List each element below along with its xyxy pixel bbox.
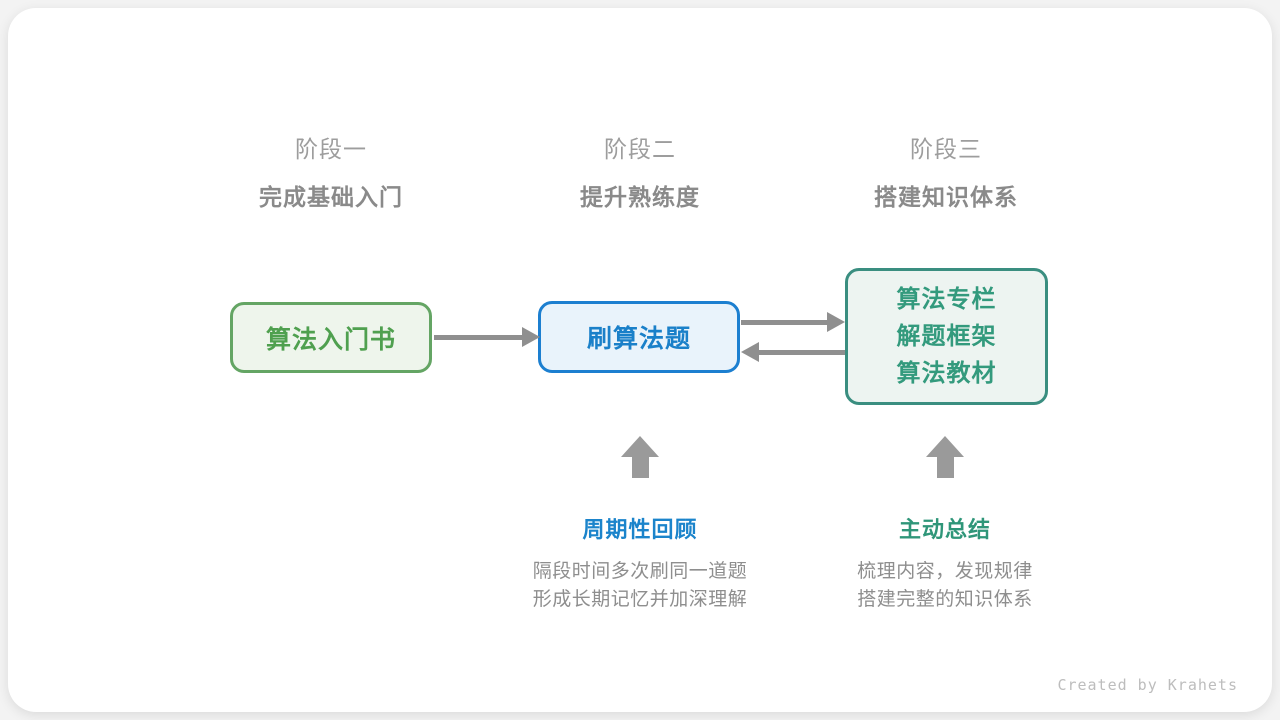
annotation-summary-desc-line-2: 搭建完整的知识体系	[857, 588, 1033, 610]
annotation-review-desc-line-2: 形成长期记忆并加深理解	[532, 588, 748, 610]
up-arrow-stem	[936, 457, 954, 478]
annotation-review-title: 周期性回顾	[582, 517, 698, 542]
arrow-right-top-icon	[741, 312, 845, 332]
arrow-left-bottom-icon	[741, 342, 845, 362]
stage-2-subtitle: 提升熟练度	[580, 184, 700, 210]
stage-1-label: 阶段一	[295, 136, 367, 162]
up-arrow-head	[926, 436, 964, 457]
arrow-head	[522, 327, 540, 347]
up-arrow-summary-icon	[926, 436, 964, 478]
box-practice-problems-label: 刷算法题	[586, 325, 691, 353]
annotation-summary-desc-line-1: 梳理内容，发现规律	[857, 561, 1033, 582]
up-arrow-stem	[631, 457, 649, 478]
box-practice-problems: 刷算法题	[538, 301, 740, 373]
box-knowledge-line-2: 解题框架	[896, 323, 997, 350]
arrow-right-icon	[434, 327, 540, 347]
up-arrow-review-icon	[621, 436, 659, 478]
stage-3-label: 阶段三	[910, 136, 982, 162]
stage-2-label: 阶段二	[604, 136, 676, 162]
box-knowledge-line-1: 算法专栏	[896, 286, 997, 313]
stage-1-subtitle: 完成基础入门	[259, 184, 403, 210]
arrow-shaft	[741, 319, 831, 325]
up-arrow-head	[621, 436, 659, 457]
credit-text: Created by Krahets	[1057, 676, 1238, 694]
box-knowledge-sources: 算法专栏 解题框架 算法教材	[845, 268, 1048, 405]
box-intro-book: 算法入门书	[230, 302, 432, 373]
box-intro-book-label: 算法入门书	[265, 325, 396, 354]
arrow-shaft	[755, 349, 845, 355]
arrow-shaft	[434, 334, 526, 340]
box-knowledge-line-3: 算法教材	[896, 360, 997, 387]
annotation-review-desc-line-1: 隔段时间多次刷同一道题	[532, 561, 748, 582]
arrow-head	[741, 342, 759, 362]
annotation-summary-desc: 梳理内容，发现规律 搭建完整的知识体系	[745, 558, 1145, 613]
annotation-summary-title: 主动总结	[898, 517, 991, 542]
stage-3-subtitle: 搭建知识体系	[874, 184, 1018, 210]
arrow-head	[827, 312, 845, 332]
annotation-review-desc: 隔段时间多次刷同一道题 形成长期记忆并加深理解	[440, 558, 840, 613]
